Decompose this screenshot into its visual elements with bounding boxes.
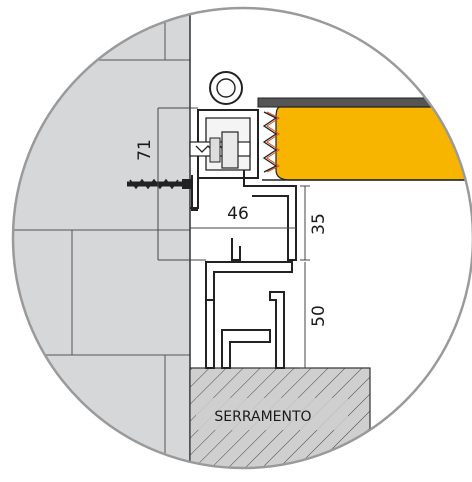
dimension-71: 71	[135, 139, 155, 161]
anchor-screw	[127, 175, 198, 211]
dimension-lines	[157, 107, 310, 369]
frame-label: SERRAMENTO	[214, 409, 311, 425]
wall-masonry	[13, 8, 191, 468]
detail-circle-outline	[11, 6, 472, 470]
top-ring-gasket	[209, 71, 243, 105]
dimension-46: 46	[227, 204, 249, 224]
insulated-panel	[257, 97, 472, 181]
panel-seal	[262, 111, 280, 173]
dimension-35: 35	[309, 213, 329, 235]
dimension-50: 50	[309, 305, 329, 327]
fixing-bolt	[189, 131, 251, 169]
